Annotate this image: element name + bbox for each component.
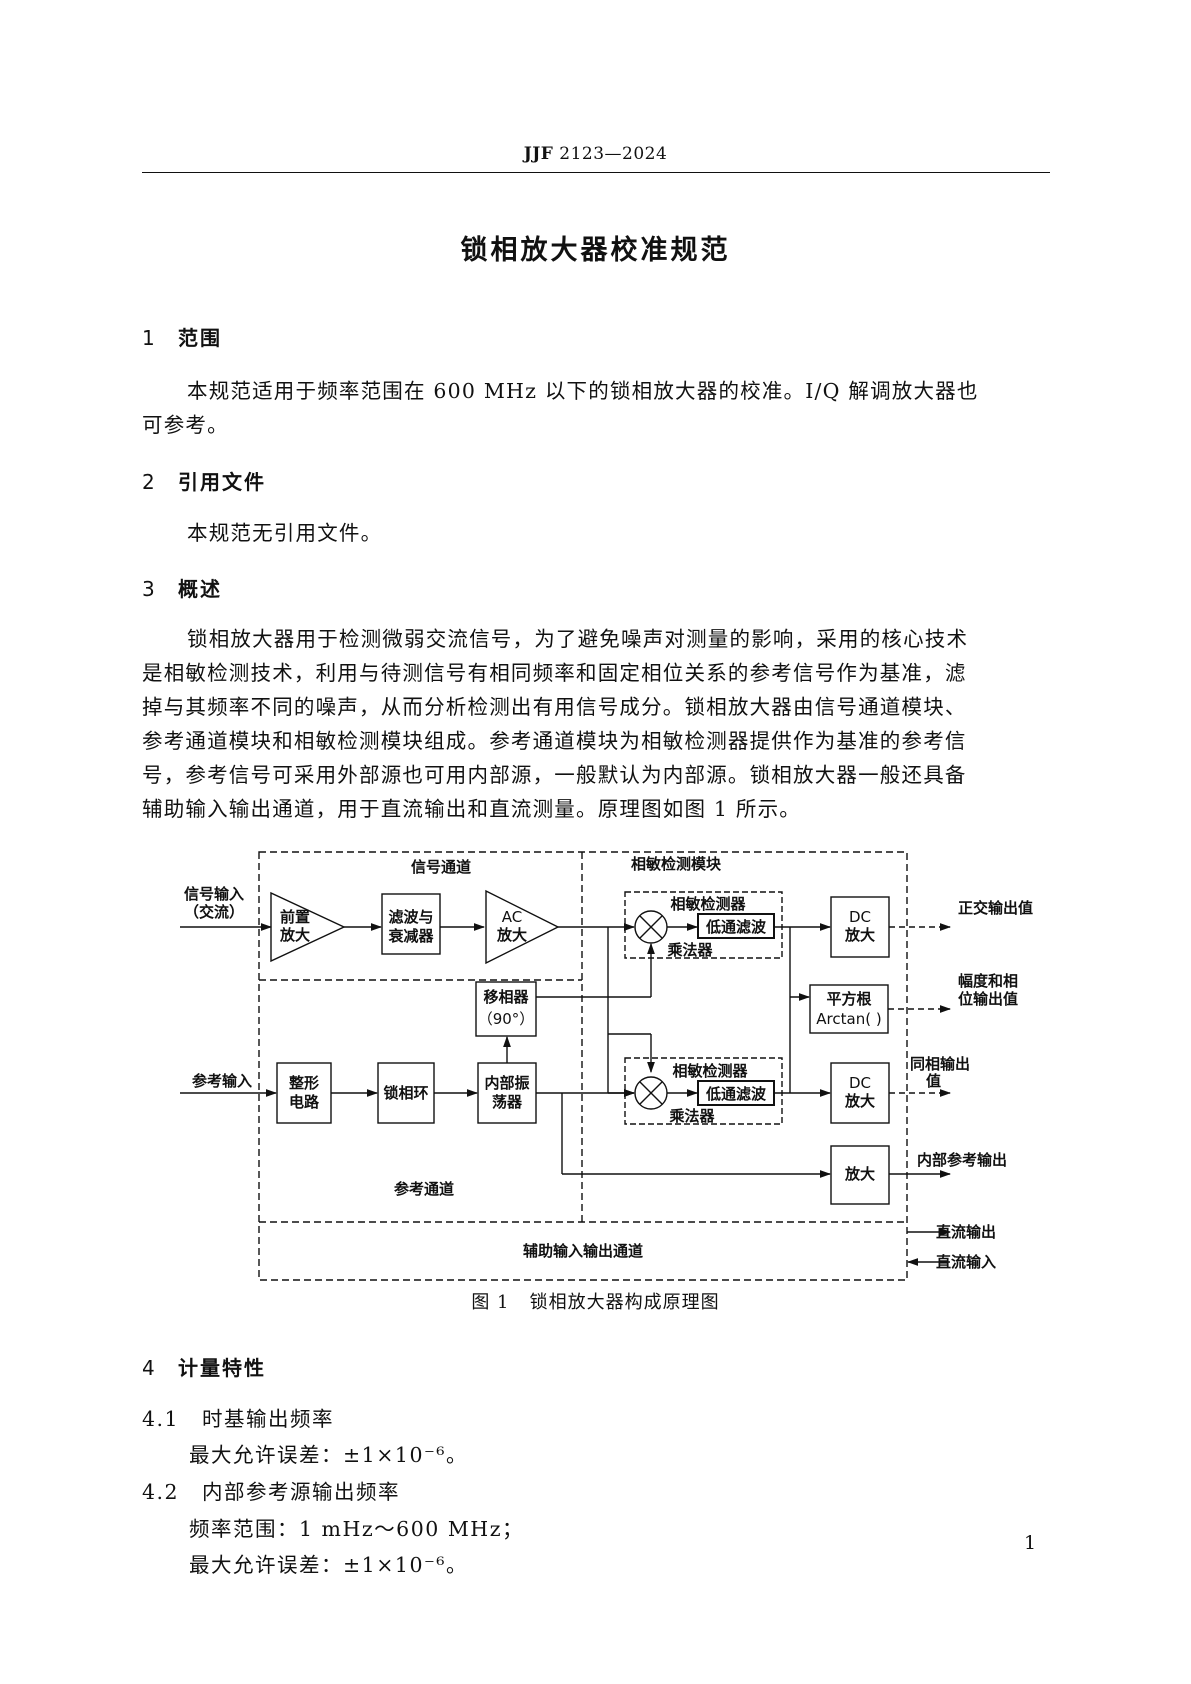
paragraph-line: 本规范无引用文件。 — [187, 521, 383, 545]
item-4-2-mpe: 最大允许误差：±1×10⁻⁶。 — [189, 1553, 469, 1577]
label-osc-2: 荡器 — [492, 1093, 523, 1111]
label-inphase-2: 值 — [926, 1072, 941, 1090]
paragraph-line: 掉与其频率不同的噪声，从而分析检测出有用信号成分。锁相放大器由信号通道模块、 — [142, 695, 967, 719]
label-dc-bottom-amp: 放大 — [844, 1092, 875, 1110]
section-3-heading: 3 概述 — [142, 573, 222, 602]
standard-code: JJF — [523, 144, 554, 164]
label-signal-input-ac: （交流） — [184, 903, 244, 921]
label-signal-channel: 信号通道 — [411, 858, 471, 876]
label-dc-top: DC — [849, 908, 871, 926]
label-phase-shifter: 移相器 — [483, 988, 529, 1006]
label-amp-phase-2: 位输出值 — [958, 990, 1018, 1008]
section-1-heading: 1 范围 — [142, 322, 222, 351]
label-ref-channel: 参考通道 — [394, 1180, 454, 1198]
label-filter-2: 衰减器 — [387, 927, 434, 945]
paragraph-line: 是相敏检测技术，利用与待测信号有相同频率和固定相位关系的参考信号作为基准，滤 — [142, 661, 967, 685]
standard-number: 2123—2024 — [559, 144, 668, 164]
label-psd-top: 相敏检测器 — [670, 895, 746, 913]
item-title: 时基输出频率 — [202, 1407, 334, 1431]
preamp-triangle — [270, 891, 346, 963]
item-title: 内部参考源输出频率 — [202, 1480, 400, 1504]
paragraph-line: 辅助输入输出通道，用于直流输出和直流测量。原理图如图 1 所示。 — [142, 797, 801, 821]
label-lpf-top: 低通滤波 — [705, 918, 767, 936]
section-4-heading: 4 计量特性 — [142, 1352, 266, 1381]
label-pll: 锁相环 — [383, 1084, 428, 1102]
label-mult-top: 乘法器 — [666, 941, 713, 959]
section-2-heading: 2 引用文件 — [142, 466, 266, 495]
document-title: 锁相放大器校准规范 — [460, 235, 731, 266]
section-number: 2 — [142, 470, 157, 494]
item-4-2-range: 频率范围：1 mHz～600 MHz； — [189, 1517, 524, 1541]
block-diagram: 信号通道 相敏检测模块 信号输入 （交流） 前置 放大 滤波与 衰减器 AC 放… — [180, 851, 1033, 1281]
section-number: 1 — [142, 326, 157, 350]
label-filter: 滤波与 — [388, 908, 433, 926]
header-rule — [142, 172, 1050, 173]
label-amp: 放大 — [844, 1165, 875, 1183]
section-2-body: 本规范无引用文件。 — [142, 516, 1050, 550]
label-dc-output: 直流输出 — [936, 1223, 996, 1241]
section-title: 计量特性 — [178, 1356, 266, 1380]
running-header: JJF 2123—2024 — [0, 144, 1191, 164]
label-shaper-2: 电路 — [289, 1093, 320, 1111]
paragraph-line: 参考通道模块和相敏检测模块组成。参考通道模块为相敏检测器提供作为基准的参考信 — [142, 729, 967, 753]
figure-caption: 图 1 锁相放大器构成原理图 — [0, 1288, 1191, 1314]
paragraph-line: 锁相放大器用于检测微弱交流信号，为了避免噪声对测量的影响，采用的核心技术 — [187, 627, 969, 651]
label-quad-out: 正交输出值 — [958, 899, 1033, 917]
page-number: 1 — [1024, 1532, 1037, 1554]
label-psd-bottom: 相敏检测器 — [672, 1062, 748, 1080]
label-dc-top-amp: 放大 — [844, 926, 875, 944]
label-inphase: 同相输出 — [910, 1055, 970, 1073]
ac-amp-triangle — [485, 889, 560, 965]
label-mult-bottom: 乘法器 — [668, 1107, 715, 1125]
label-sqrt: 平方根 — [826, 990, 871, 1008]
paragraph-line: 本规范适用于频率范围在 600 MHz 以下的锁相放大器的校准。I/Q 解调放大… — [187, 379, 979, 403]
label-ac-amp: 放大 — [496, 926, 527, 944]
label-arctan: Arctan( ) — [816, 1010, 881, 1028]
figure-caption-text: 锁相放大器构成原理图 — [529, 1292, 720, 1313]
label-ref-input: 参考输入 — [192, 1072, 252, 1090]
section-title: 概述 — [178, 577, 222, 601]
section-title: 范围 — [178, 326, 222, 350]
amp-box — [830, 1145, 890, 1205]
label-phase-90: （90°） — [478, 1010, 535, 1028]
figure-number: 图 1 — [471, 1292, 510, 1313]
paragraph-line: 号，参考信号可采用外部源也可用内部源，一般默认为内部源。锁相放大器一般还具备 — [142, 763, 967, 787]
section-1-body: 本规范适用于频率范围在 600 MHz 以下的锁相放大器的校准。I/Q 解调放大… — [142, 374, 1050, 442]
section-title: 引用文件 — [178, 470, 266, 494]
label-dc-input: 直流输入 — [936, 1253, 996, 1271]
paragraph-line: 可参考。 — [142, 413, 229, 437]
label-preamp: 前置 — [280, 908, 310, 926]
item-4-1: 4.1 时基输出频率 — [142, 1402, 334, 1432]
outer-dashed-frame — [258, 851, 908, 1281]
label-osc: 内部振 — [484, 1074, 529, 1092]
item-4-2: 4.2 内部参考源输出频率 — [142, 1475, 400, 1505]
label-shaper: 整形 — [289, 1074, 319, 1092]
label-psd-module: 相敏检测模块 — [631, 855, 722, 873]
section-number: 3 — [142, 577, 157, 601]
label-signal-input: 信号输入 — [184, 885, 244, 903]
label-amp-phase: 幅度和相 — [958, 972, 1018, 990]
label-dc-bottom: DC — [849, 1074, 871, 1092]
item-number: 4.2 — [142, 1480, 180, 1504]
label-lpf-bottom: 低通滤波 — [705, 1085, 767, 1103]
section-3-body: 锁相放大器用于检测微弱交流信号，为了避免噪声对测量的影响，采用的核心技术 是相敏… — [142, 622, 1050, 826]
item-number: 4.1 — [142, 1407, 180, 1431]
label-aux-channel: 辅助输入输出通道 — [523, 1242, 643, 1260]
section-number: 4 — [142, 1356, 157, 1380]
filter-box — [381, 893, 441, 955]
label-preamp-2: 放大 — [279, 926, 310, 944]
item-4-1-mpe: 最大允许误差：±1×10⁻⁶。 — [189, 1443, 469, 1467]
label-ac: AC — [502, 908, 522, 926]
label-int-ref-out: 内部参考输出 — [917, 1151, 1007, 1169]
